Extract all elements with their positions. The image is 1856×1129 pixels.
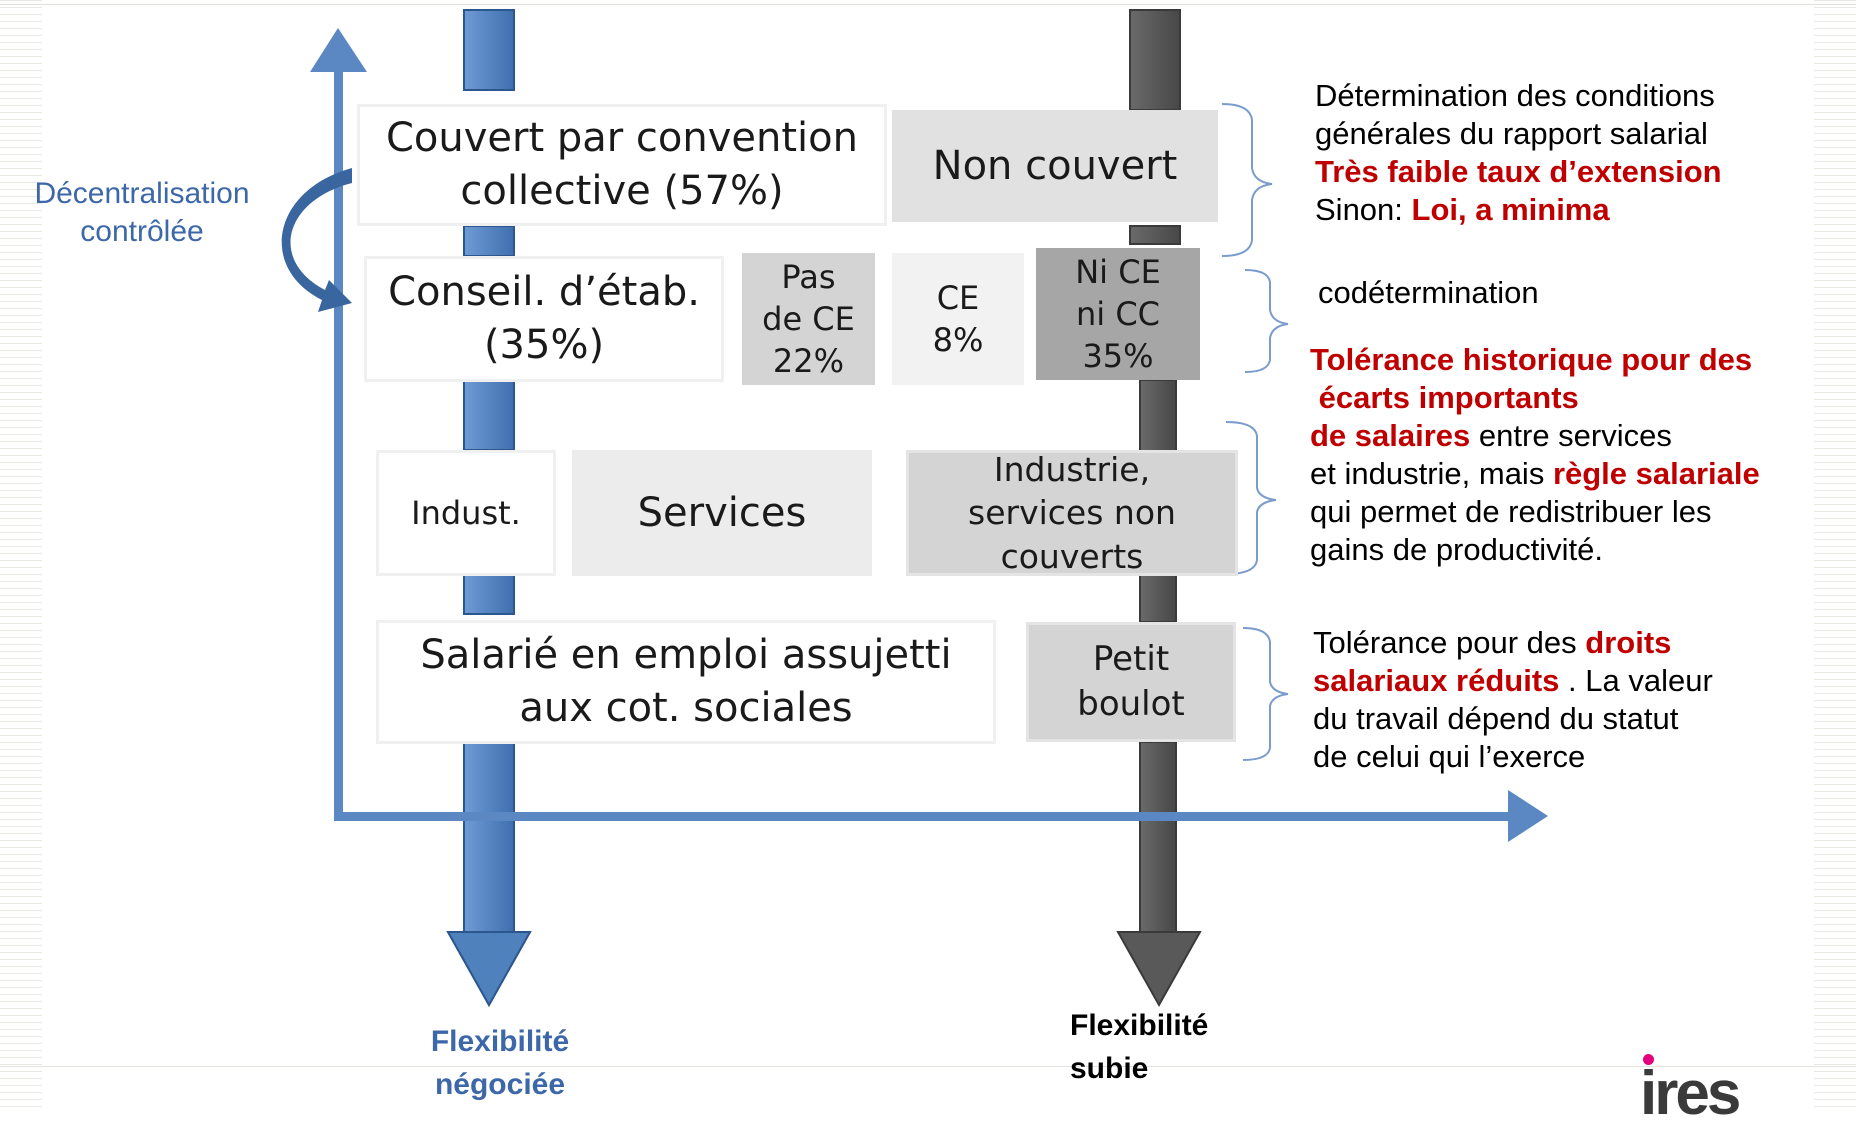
note4-line2a: salariaux réduits: [1313, 663, 1560, 698]
note4-line4: de celui qui l’exerce: [1313, 739, 1586, 774]
note3-line5: qui permet de redistribuer les: [1310, 494, 1712, 529]
note4-line2: salariaux réduits . La valeur: [1313, 662, 1833, 700]
note-wage-gaps: Tolérance historique pour des écarts imp…: [1310, 341, 1856, 569]
note3-line4b: règle salariale: [1552, 456, 1760, 491]
services-box: Services: [572, 450, 872, 576]
negotiated-flexibility-arrowhead: [446, 931, 532, 1008]
uncovered-sectors-box: Industrie, services non couverts: [906, 450, 1238, 576]
decentralisation-line1: Décentralisation: [34, 177, 250, 210]
works-council-8-box: CE 8%: [892, 253, 1024, 385]
note3-line6: gains de productivité.: [1310, 532, 1603, 567]
right-stripe-decoration: [1814, 0, 1856, 1110]
imposed-flexibility-arrowhead: [1116, 931, 1202, 1008]
braces: [1221, 103, 1289, 761]
note3-line3: de salaires entre services: [1310, 417, 1856, 455]
curved-arrow: [281, 168, 352, 312]
note3-line2: écarts importants: [1310, 380, 1579, 415]
imposed-line2: subie: [1070, 1052, 1149, 1085]
note1-line4a: Sinon:: [1315, 192, 1412, 227]
note4-line1a: Tolérance pour des: [1313, 625, 1586, 660]
note1-line4: Sinon: Loi, a minima: [1315, 191, 1835, 229]
negotiated-flexibility-label: Flexibilité négociée: [380, 1020, 620, 1106]
small-job-box: Petit boulot: [1026, 622, 1236, 742]
left-stripe-decoration: [0, 0, 42, 1110]
note3-line1: Tolérance historique pour des: [1310, 342, 1753, 377]
imposed-flexibility-label: Flexibilité subie: [1070, 1004, 1208, 1090]
bottom-rule: [0, 1066, 1856, 1067]
insured-employee-box: Salarié en emploi assujetti aux cot. soc…: [376, 620, 996, 744]
note1-line2: générales du rapport salarial: [1315, 116, 1708, 151]
note1-line1: Détermination des conditions: [1315, 78, 1715, 113]
note4-line2b: . La valeur: [1559, 663, 1713, 698]
neither-ce-nor-cc-box: Ni CE ni CC 35%: [1036, 248, 1200, 380]
note-general-conditions: Détermination des conditions générales d…: [1315, 77, 1835, 229]
decentralisation-label: Décentralisation contrôlée: [4, 175, 280, 251]
note3-line3b: entre services: [1470, 418, 1672, 453]
works-council-box: Conseil. d’étab. (35%): [364, 256, 724, 382]
logo-text: ires: [1640, 1059, 1741, 1128]
ires-logo: ires: [1640, 1054, 1741, 1129]
negotiated-line2: négociée: [434, 1068, 566, 1101]
imposed-flexibility-bar: [1129, 9, 1181, 933]
logo-dot-icon: [1643, 1054, 1654, 1065]
axes: [310, 28, 1548, 842]
decentralisation-line2: contrôlée: [80, 215, 204, 248]
imposed-line1: Flexibilité: [1070, 1009, 1209, 1042]
not-covered-box: Non couvert: [892, 110, 1218, 222]
note4-line1: Tolérance pour des droits: [1313, 624, 1833, 662]
note-codetermination: codétermination: [1318, 275, 1539, 310]
negotiated-line1: Flexibilité: [430, 1025, 570, 1058]
industry-box: Indust.: [376, 450, 556, 576]
note4-line1b: droits: [1585, 625, 1672, 660]
top-rule: [0, 4, 1856, 5]
note1-line4b: Loi, a minima: [1411, 192, 1610, 227]
note-reduced-rights: Tolérance pour des droits salariaux rédu…: [1313, 624, 1833, 776]
note3-line4: et industrie, mais règle salariale: [1310, 455, 1856, 493]
covered-by-agreement-box: Couvert par convention collective (57%): [357, 104, 887, 226]
note3-line3a: de salaires: [1310, 418, 1471, 453]
note4-line3: du travail dépend du statut: [1313, 701, 1679, 736]
note1-line3: Très faible taux d’extension: [1315, 154, 1722, 189]
note3-line4a: et industrie, mais: [1310, 456, 1553, 491]
no-works-council-box: Pas de CE 22%: [742, 253, 875, 385]
